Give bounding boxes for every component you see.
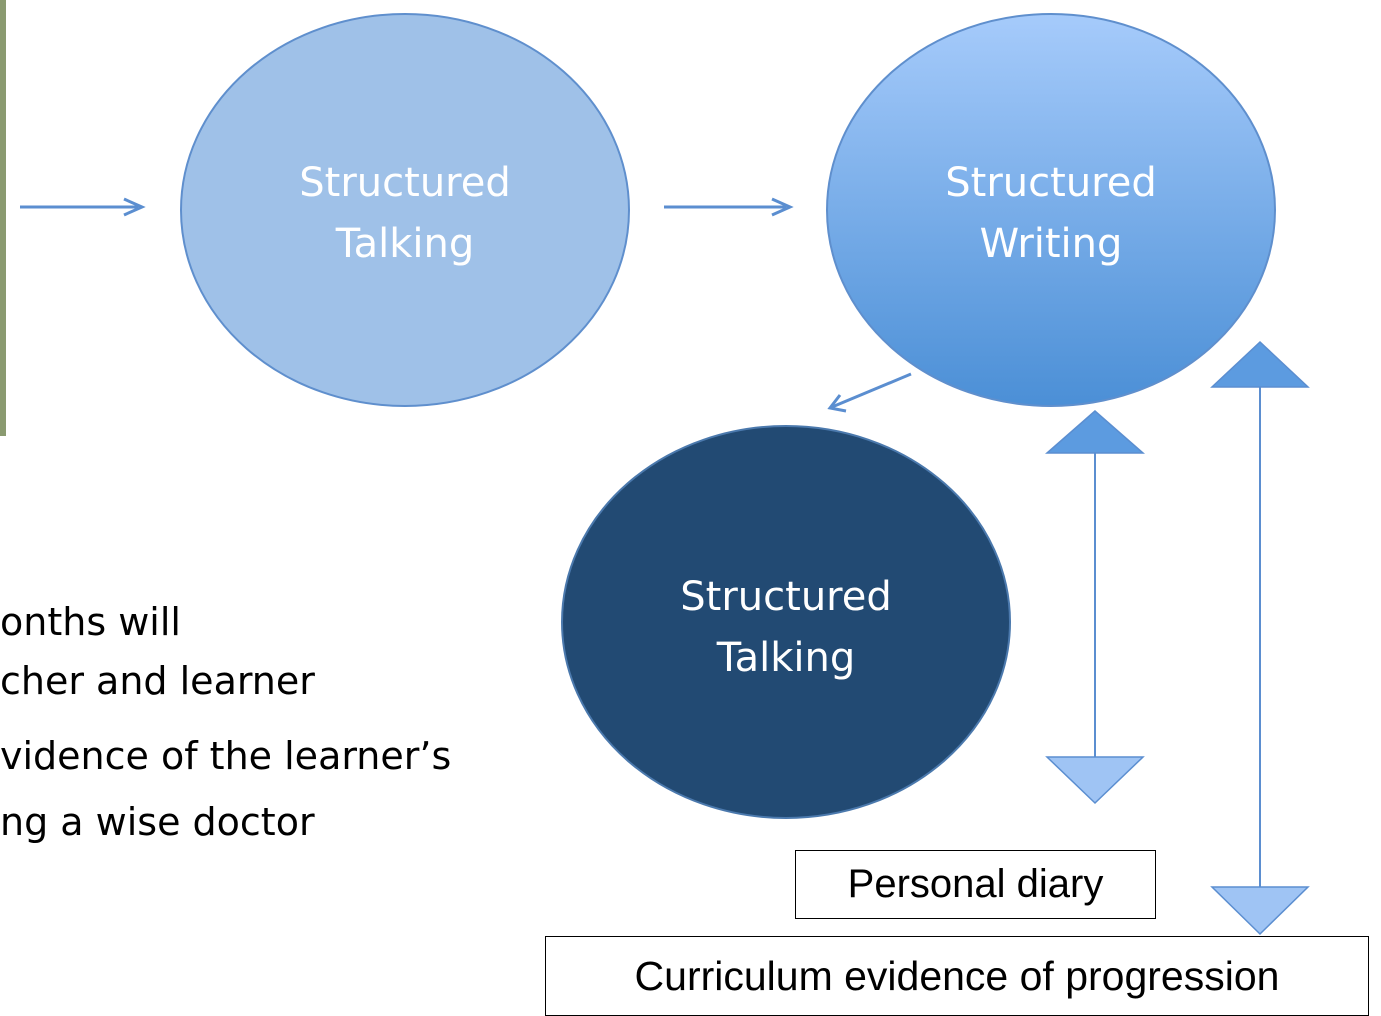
circle-label-1a: Structured xyxy=(299,160,510,206)
arrow-to-talking-dark xyxy=(827,372,912,413)
photo-edge xyxy=(0,0,6,436)
circle-structured-talking-dark: Structured Talking xyxy=(561,425,1011,819)
circle-label-1b: Talking xyxy=(335,221,474,267)
circle-structured-writing: Structured Writing xyxy=(826,13,1276,407)
body-text-line-1: onths will xyxy=(0,600,181,644)
down-triangle-icon xyxy=(1045,756,1145,805)
circle-label-3a: Structured xyxy=(680,574,891,620)
circle-structured-talking: Structured Talking xyxy=(180,13,630,407)
up-triangle-icon xyxy=(1210,340,1310,388)
body-text-line-4: ng a wise doctor xyxy=(0,800,315,844)
down-triangle-icon xyxy=(1210,886,1310,936)
curriculum-evidence-box: Curriculum evidence of progression xyxy=(545,936,1369,1016)
double-arrow-curriculum xyxy=(1210,340,1310,936)
up-triangle-icon xyxy=(1045,410,1145,454)
body-text-line-3: vidence of the learner’s xyxy=(0,734,452,778)
body-text-line-2: cher and learner xyxy=(0,659,315,703)
circle-label-2a: Structured xyxy=(945,160,1156,206)
arrow-to-talking xyxy=(20,197,146,217)
personal-diary-box: Personal diary xyxy=(795,850,1156,919)
circle-label-3b: Talking xyxy=(716,635,855,681)
arrow-to-writing xyxy=(664,197,794,217)
circle-label-2b: Writing xyxy=(980,221,1123,267)
double-arrow-diary xyxy=(1045,410,1145,805)
